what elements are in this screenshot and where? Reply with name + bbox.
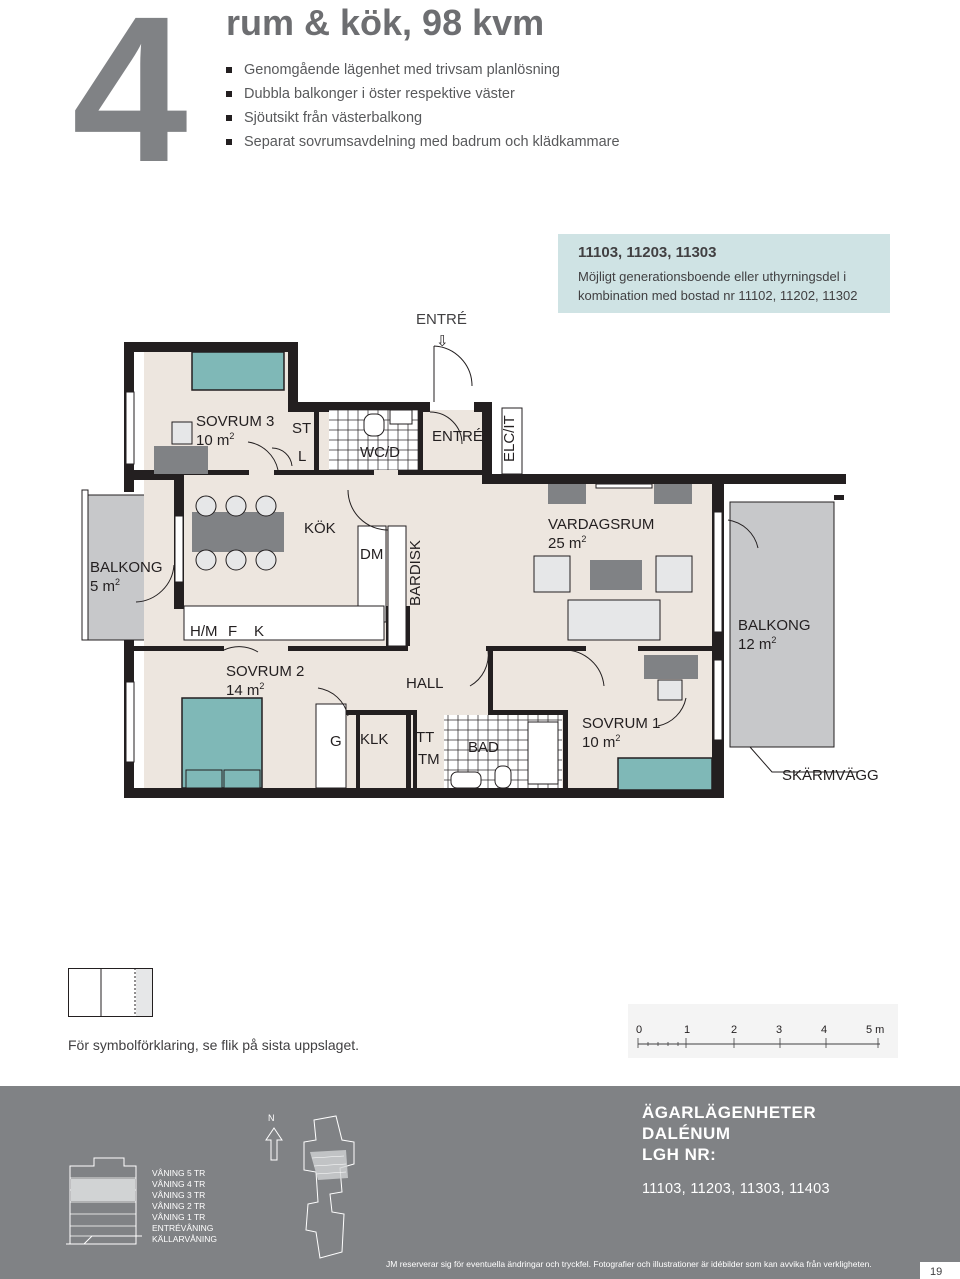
label-klk: KLK bbox=[360, 731, 388, 748]
entrance-label: ENTRÉ bbox=[416, 311, 467, 328]
label-bardisk: BARDISK bbox=[407, 540, 424, 606]
label-vardagsrum: VARDAGSRUM bbox=[548, 516, 654, 533]
desk-sovrum1 bbox=[644, 655, 698, 679]
footer-heading-line: ÄGARLÄGENHETER bbox=[642, 1103, 817, 1122]
label-bad: BAD bbox=[468, 739, 499, 756]
floor-item: VÅNING 1 TR bbox=[152, 1212, 206, 1222]
scale-tick: 0 bbox=[636, 1024, 643, 1036]
symbol-note: För symbolförklaring, se flik på sista u… bbox=[68, 1037, 360, 1053]
info-box-text: Möjligt generationsboende eller uthyrnin… bbox=[578, 269, 858, 303]
label-sovrum3-area: 10 m2 bbox=[196, 431, 234, 449]
feature-item: Genomgående lägenhet med trivsam planlös… bbox=[226, 58, 620, 82]
site-map-icon bbox=[303, 1115, 355, 1259]
label-sovrum1: SOVRUM 1 bbox=[582, 715, 660, 732]
floor-item: VÅNING 2 TR bbox=[152, 1201, 206, 1211]
label-sovrum2-area: 14 m2 bbox=[226, 681, 264, 699]
scale-tick: 1 bbox=[684, 1024, 691, 1036]
label-elcit: ELC/IT bbox=[501, 415, 518, 462]
label-balkong-east: BALKONG bbox=[738, 617, 811, 634]
label-sovrum1-area: 10 m2 bbox=[582, 733, 620, 751]
label-kok: KÖK bbox=[304, 519, 336, 537]
footer-heading-line: LGH NR: bbox=[642, 1145, 717, 1164]
label-vardagsrum-area: 25 m2 bbox=[548, 534, 586, 552]
balcony-east bbox=[729, 501, 835, 748]
info-box-numbers: 11103, 11203, 11303 bbox=[578, 244, 717, 261]
vardagsrum-table bbox=[590, 560, 642, 590]
label-l: L bbox=[298, 448, 306, 465]
label-skarmvagg: SKÄRMVÄGG bbox=[782, 767, 878, 784]
apartment-numbers: 11103, 11203, 11303, 11403 bbox=[642, 1181, 830, 1197]
label-wcd: WC/D bbox=[360, 444, 400, 461]
feature-item: Sjöutsikt från västerbalkong bbox=[226, 106, 620, 130]
label-sovrum2: SOVRUM 2 bbox=[226, 663, 304, 680]
label-st: ST bbox=[292, 420, 311, 437]
bed-sovrum1 bbox=[617, 757, 713, 791]
feature-item: Separat sovrumsavdelning med badrum och … bbox=[226, 130, 620, 154]
label-sovrum3: SOVRUM 3 bbox=[196, 413, 274, 430]
page-number-tab bbox=[920, 1262, 960, 1279]
label-g: G bbox=[330, 733, 342, 750]
floor-item: KÄLLARVÅNING bbox=[152, 1234, 218, 1244]
label-balkong-east-area: 12 m2 bbox=[738, 635, 776, 653]
footer-heading: ÄGARLÄGENHETER DALÉNUM LGH NR: bbox=[642, 1102, 816, 1165]
north-label: N bbox=[268, 1113, 275, 1123]
feature-item: Dubbla balkonger i öster respektive väst… bbox=[226, 82, 620, 106]
label-f: F bbox=[228, 623, 237, 640]
floor-item: VÅNING 3 TR bbox=[152, 1190, 206, 1200]
symbol-legend-graphic bbox=[68, 968, 153, 1017]
scale-tick: 3 bbox=[776, 1024, 783, 1036]
bed-sovrum3 bbox=[191, 351, 285, 391]
scale-tick: 4 bbox=[821, 1024, 828, 1036]
disclaimer: JM reserverar sig för eventuella ändring… bbox=[386, 1259, 872, 1269]
label-dm: DM bbox=[360, 546, 383, 563]
scale-tick: 5 m bbox=[866, 1024, 885, 1036]
label-hall: HALL bbox=[406, 675, 444, 692]
building-section-icon bbox=[66, 1157, 142, 1245]
floor-item: ENTRÉVÅNING bbox=[152, 1223, 214, 1233]
label-tt: TT bbox=[416, 729, 434, 746]
scale-bar: 0 1 2 3 4 5 m bbox=[628, 1004, 898, 1058]
north-arrow-icon bbox=[265, 1127, 283, 1161]
scale-tick: 2 bbox=[731, 1024, 738, 1036]
feature-list: Genomgående lägenhet med trivsam planlös… bbox=[226, 58, 620, 154]
footer-heading-line: DALÉNUM bbox=[642, 1124, 731, 1143]
svg-text:⇩: ⇩ bbox=[436, 333, 449, 350]
page-number-text: 19 bbox=[930, 1266, 943, 1278]
desk-sovrum3 bbox=[154, 446, 208, 474]
floor-plan: ⇩ SOVRUM 3 10 m2 ST L WC/D ENTRÉ ELC/IT … bbox=[81, 333, 878, 798]
page-title: rum & kök, 98 kvm bbox=[226, 2, 545, 43]
dining-table bbox=[192, 512, 284, 552]
label-entre: ENTRÉ bbox=[432, 428, 483, 445]
room-count-number: 4 bbox=[72, 0, 188, 206]
floor-item: VÅNING 5 TR bbox=[152, 1168, 206, 1178]
label-balkong-west: BALKONG bbox=[90, 559, 163, 576]
label-k: K bbox=[254, 623, 264, 640]
label-tm: TM bbox=[418, 751, 440, 768]
label-balkong-west-area: 5 m2 bbox=[90, 577, 120, 595]
floor-list: VÅNING 5 TR VÅNING 4 TR VÅNING 3 TR VÅNI… bbox=[152, 1168, 217, 1245]
sofa bbox=[567, 599, 661, 641]
info-box: 11103, 11203, 11303 Möjligt generationsb… bbox=[558, 234, 890, 313]
footer-band bbox=[0, 1086, 960, 1279]
apartment-floor bbox=[144, 352, 712, 792]
label-hm: H/M bbox=[190, 623, 218, 640]
floor-item: VÅNING 4 TR bbox=[152, 1179, 206, 1189]
